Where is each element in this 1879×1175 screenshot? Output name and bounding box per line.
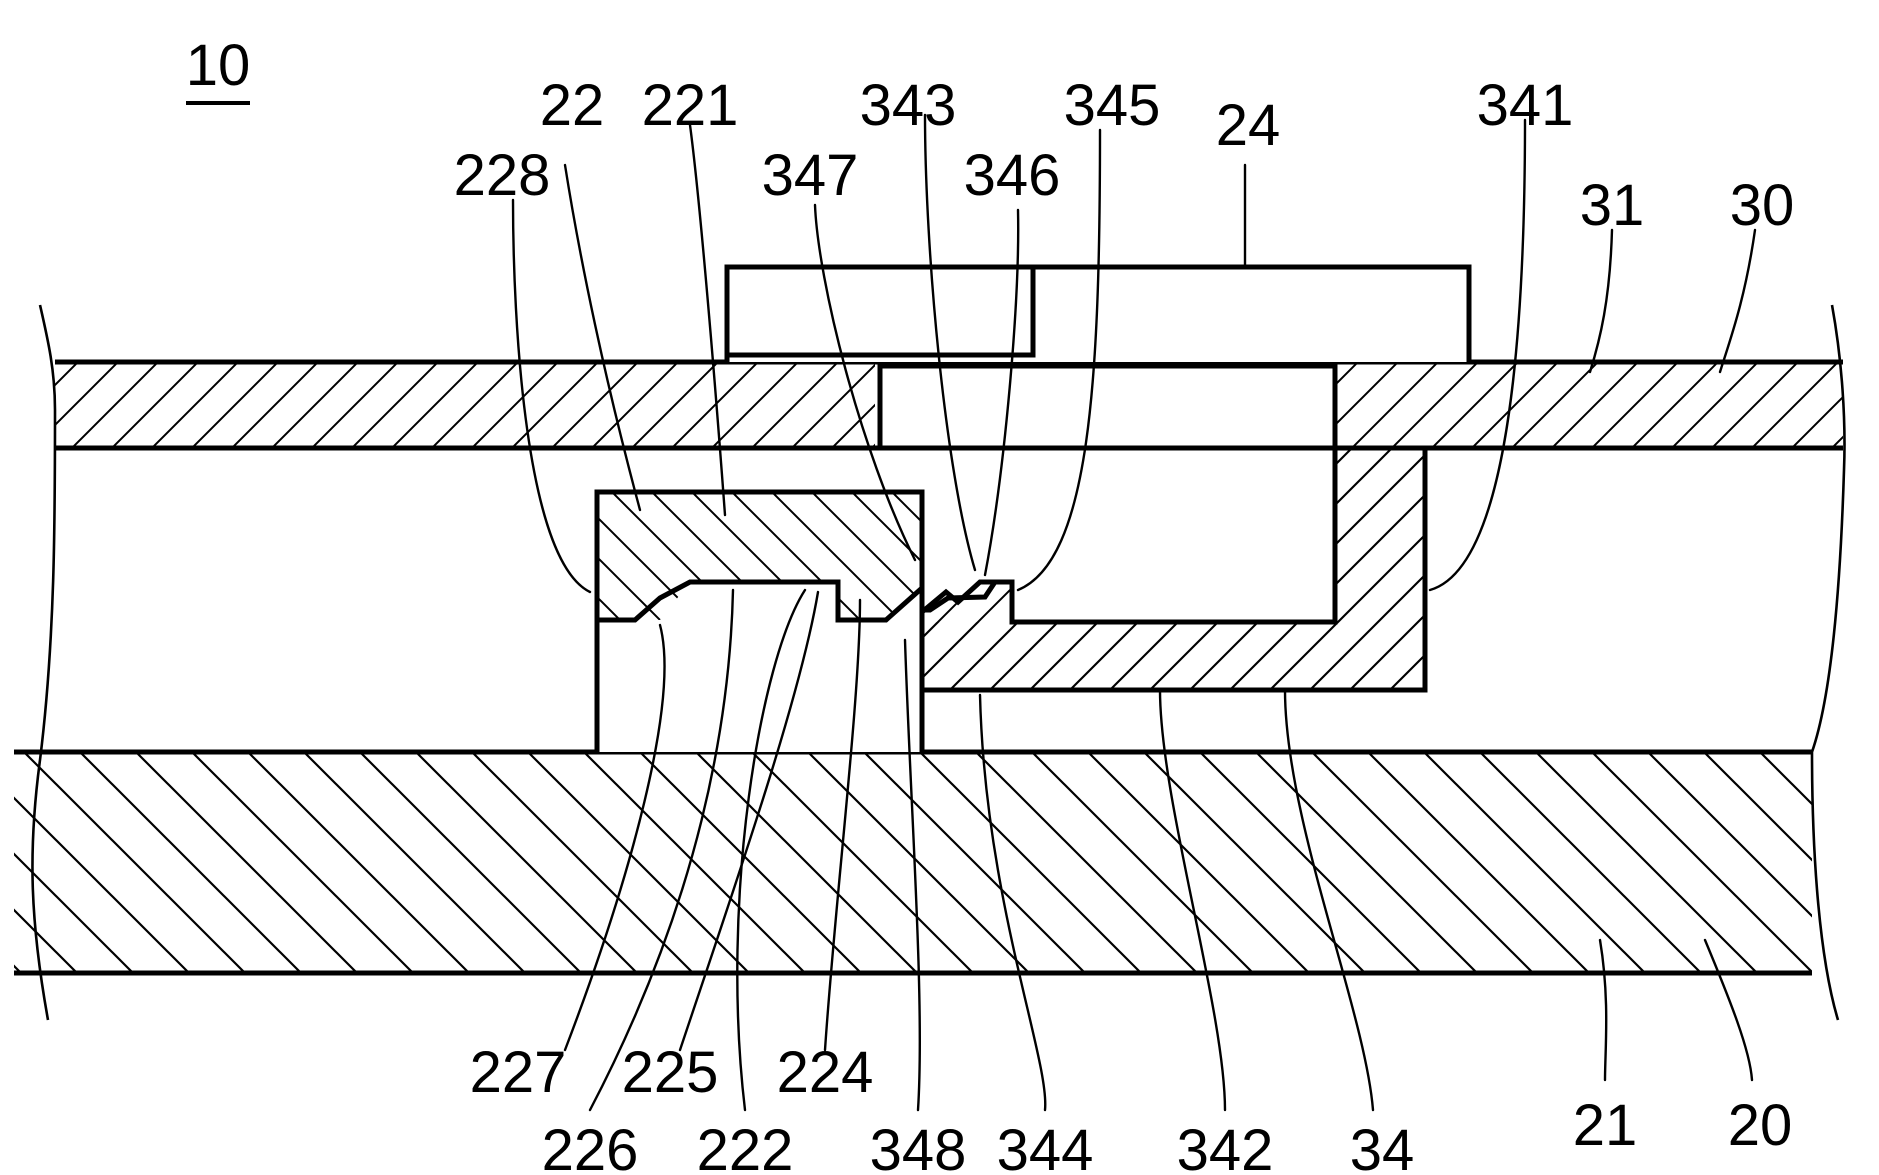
- label-21: 21: [1573, 1093, 1638, 1158]
- label-346: 346: [964, 143, 1061, 208]
- label-22: 22: [540, 73, 605, 138]
- layer-20: [14, 752, 1812, 973]
- label-222: 222: [697, 1118, 794, 1175]
- label-343: 343: [860, 73, 957, 138]
- label-24: 24: [1216, 93, 1281, 158]
- label-345: 345: [1064, 73, 1161, 138]
- label-227: 227: [470, 1040, 567, 1105]
- label-347: 347: [762, 143, 859, 208]
- label-31: 31: [1580, 173, 1645, 238]
- label-34: 34: [1350, 1118, 1415, 1175]
- label-342: 342: [1177, 1118, 1274, 1175]
- label-225: 225: [622, 1040, 719, 1105]
- label-348: 348: [870, 1118, 967, 1175]
- part-34: [922, 448, 1425, 690]
- label-226: 226: [542, 1118, 639, 1175]
- label-341: 341: [1477, 73, 1574, 138]
- label-30: 30: [1730, 173, 1795, 238]
- label-221: 221: [642, 73, 739, 138]
- label-20: 20: [1728, 1093, 1793, 1158]
- label-228: 228: [454, 143, 551, 208]
- label-10: 10: [186, 33, 251, 98]
- label-224: 224: [777, 1040, 874, 1105]
- part-22: [597, 492, 922, 752]
- label-344: 344: [997, 1118, 1094, 1175]
